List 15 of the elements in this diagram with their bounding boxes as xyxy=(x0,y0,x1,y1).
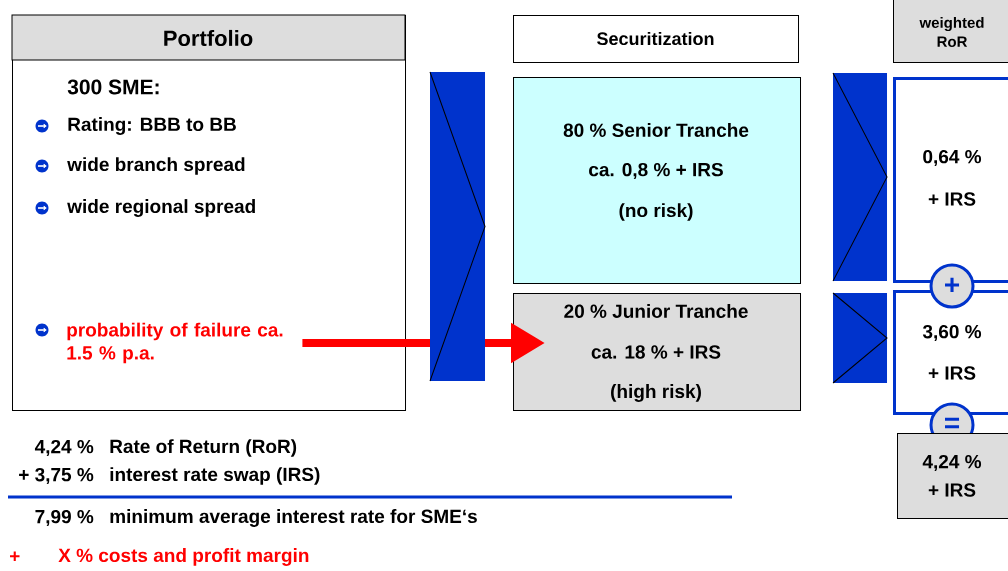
plus-sign: + xyxy=(10,551,20,562)
description-text: Rate of Return (RoR) xyxy=(110,439,297,457)
risk-text: probability of failure ca. 1.5 % p.a. xyxy=(67,322,283,364)
total-box: 4,24 % + IRS xyxy=(897,433,1008,519)
header-box: Securitization xyxy=(513,15,799,63)
node-label: = xyxy=(945,417,960,429)
description-text: minimum average interest rate for SME‘s xyxy=(110,509,477,527)
description-text: X % costs and profit margin xyxy=(58,548,309,566)
header-box: weighted RoR xyxy=(893,0,1008,63)
description-text: interest rate swap (IRS) xyxy=(110,467,320,485)
percentage-value: 7,99 % xyxy=(35,509,94,527)
tranche-box: 20 % Junior Tranche ca. 18 % + IRS (high risk) xyxy=(513,293,801,411)
percentage-value: + 3,75 % xyxy=(19,467,94,485)
percentage-value: 4,24 % xyxy=(34,439,94,457)
tranche-box: 80 % Senior Tranche ca. 0,8 % + IRS (no risk) xyxy=(513,77,801,284)
